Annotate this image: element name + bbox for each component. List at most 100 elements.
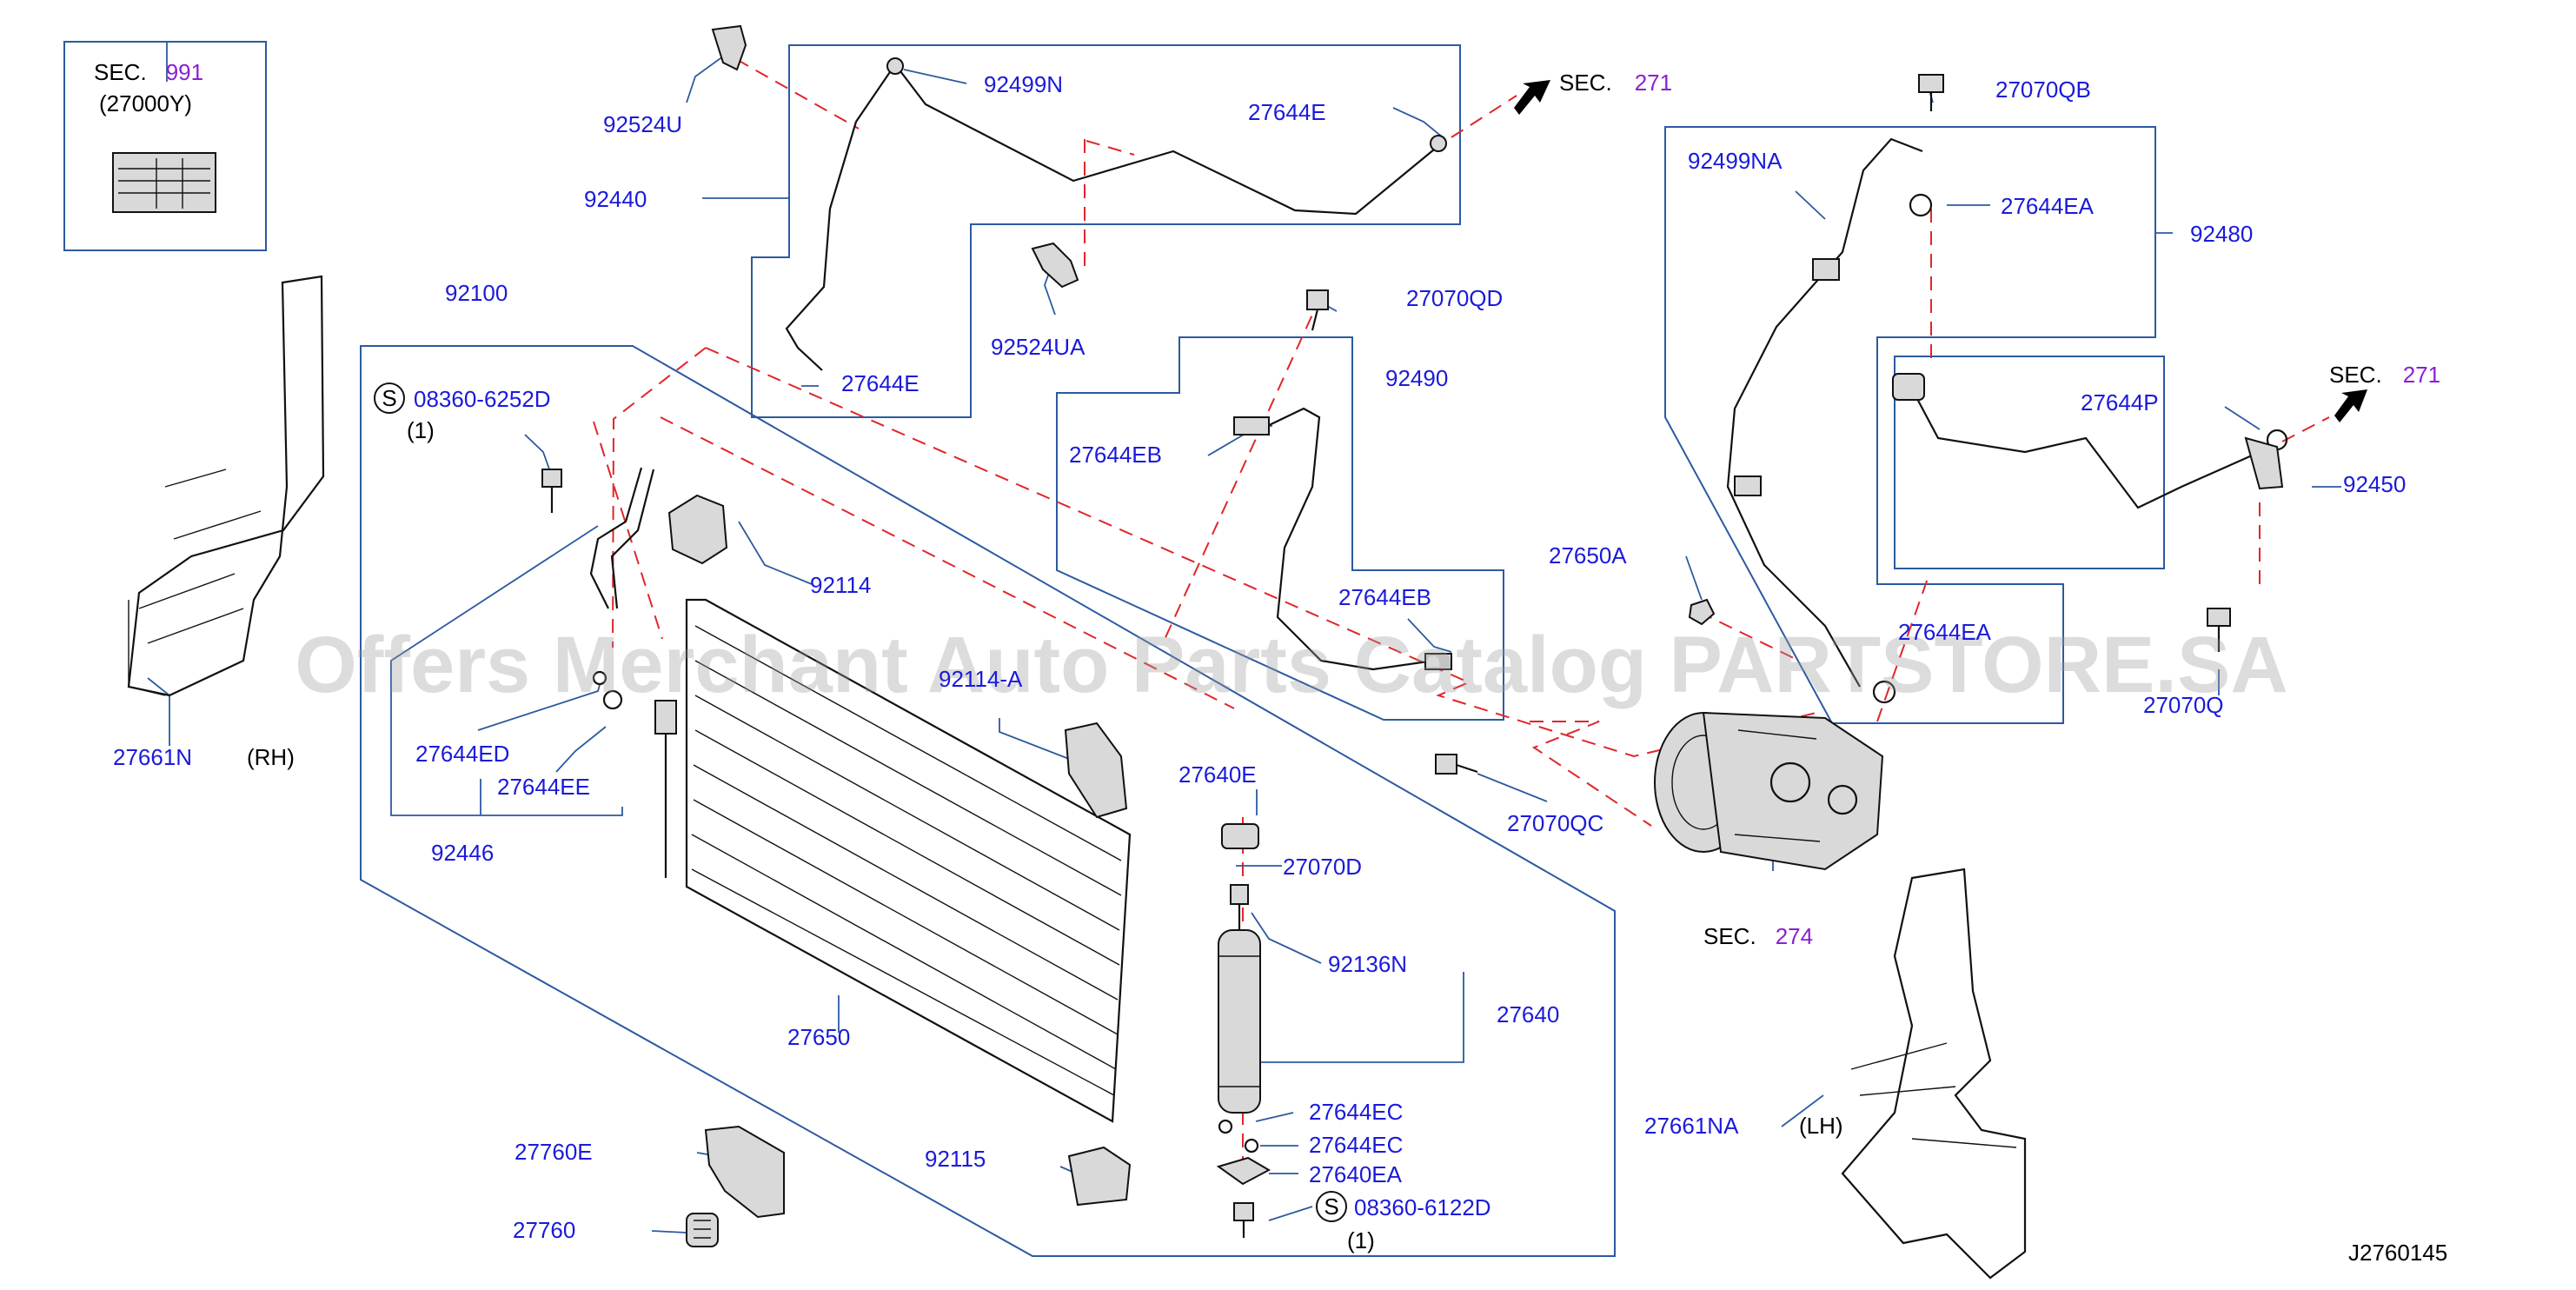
diagram-id: J2760145 bbox=[2348, 1240, 2447, 1266]
part-08360-6122D[interactable]: 08360-6122D bbox=[1354, 1194, 1491, 1220]
part-27760[interactable]: 27760 bbox=[513, 1217, 575, 1243]
part-27070QD[interactable]: 27070QD bbox=[1406, 285, 1503, 311]
part-92446[interactable]: 92446 bbox=[431, 840, 494, 866]
part-27640[interactable]: 27640 bbox=[1497, 1001, 1559, 1027]
part-27644ED[interactable]: 27644ED bbox=[415, 741, 509, 767]
part-92499NA[interactable]: 92499NA bbox=[1688, 148, 1783, 174]
part-27650[interactable]: 27650 bbox=[787, 1024, 850, 1050]
sec274-label[interactable]: SEC.274 bbox=[1703, 923, 1813, 949]
part-27644E-mid[interactable]: 27644E bbox=[841, 370, 920, 396]
o-ring-27644EC-b-icon bbox=[1244, 1138, 1259, 1154]
rh-label: (RH) bbox=[247, 744, 295, 770]
o-ring-27644ED-icon bbox=[592, 670, 607, 686]
part-92480[interactable]: 92480 bbox=[2190, 221, 2253, 247]
part-27644E-top[interactable]: 27644E bbox=[1248, 99, 1326, 125]
lh-label: (LH) bbox=[1799, 1113, 1843, 1139]
part-27650A[interactable]: 27650A bbox=[1549, 542, 1627, 569]
qty-6122D: (1) bbox=[1347, 1227, 1375, 1253]
bracket-92114A-icon bbox=[1064, 721, 1128, 819]
splash-shield-lh-icon bbox=[1841, 868, 2027, 1280]
compressor-sec274-icon bbox=[1654, 711, 1884, 871]
pipe-92480-icon bbox=[1726, 137, 1923, 688]
part-27640EA[interactable]: 27640EA bbox=[1309, 1161, 1403, 1187]
parts bbox=[112, 24, 2288, 1280]
receiver-dryer-27640-icon bbox=[1216, 823, 1271, 1186]
pipe-92450-icon bbox=[1892, 373, 2284, 509]
bracket-27760E-icon bbox=[704, 1125, 785, 1219]
condenser-27650-icon bbox=[654, 598, 1132, 1123]
bolt-27070QD-icon bbox=[1306, 289, 1329, 331]
o-ring-27644EA-mid-icon bbox=[1872, 680, 1896, 704]
part-27644EC-a[interactable]: 27644EC bbox=[1309, 1099, 1403, 1125]
clip-92524U-icon bbox=[711, 24, 747, 71]
part-27644EB-top[interactable]: 27644EB bbox=[1069, 442, 1162, 468]
box-92450 bbox=[1894, 356, 2165, 569]
bracket-92114-icon bbox=[667, 494, 728, 565]
label-box-27000Y bbox=[63, 41, 267, 251]
bolt-27070QC-icon bbox=[1435, 754, 1478, 775]
bolt-27070Q-icon bbox=[2207, 608, 2231, 652]
part-27644EA-top[interactable]: 27644EA bbox=[2001, 193, 2095, 219]
box-92480 bbox=[1664, 126, 2156, 724]
sec991-label[interactable]: SEC.991 bbox=[94, 59, 203, 85]
part-92114A[interactable]: 92114-A bbox=[939, 666, 1023, 692]
o-ring-27644EC-a-icon bbox=[1218, 1119, 1233, 1134]
svg-text:S: S bbox=[1324, 1194, 1338, 1220]
label-27000Y: (27000Y) bbox=[99, 90, 192, 116]
part-27070Q[interactable]: 27070Q bbox=[2143, 692, 2224, 718]
pipe-92440-icon bbox=[785, 57, 1447, 371]
watermark: Offers Merchant Auto Parts Catalog PARTS… bbox=[295, 621, 2288, 709]
part-27644EA-mid[interactable]: 27644EA bbox=[1898, 619, 1992, 645]
part-27644EC-b[interactable]: 27644EC bbox=[1309, 1132, 1403, 1158]
part-27070QC[interactable]: 27070QC bbox=[1507, 810, 1603, 836]
box-92490 bbox=[1056, 336, 1504, 721]
qty-6252D: (1) bbox=[407, 417, 435, 443]
part-27070D[interactable]: 27070D bbox=[1283, 854, 1362, 880]
part-27070QB[interactable]: 27070QB bbox=[1995, 76, 2091, 103]
part-92100[interactable]: 92100 bbox=[445, 280, 508, 306]
part-27760E[interactable]: 27760E bbox=[515, 1139, 593, 1165]
splash-shield-rh-icon bbox=[127, 275, 325, 697]
part-92440[interactable]: 92440 bbox=[584, 186, 647, 212]
leader-lines bbox=[147, 42, 2341, 1233]
part-92136N[interactable]: 92136N bbox=[1328, 951, 1407, 977]
bolt-08360-6252D-icon bbox=[541, 469, 562, 513]
o-ring-27644EE-icon bbox=[602, 689, 623, 710]
s-mark-b: S bbox=[1316, 1191, 1347, 1222]
sec271-top-label[interactable]: SEC.271 bbox=[1559, 70, 1672, 96]
box-92100 bbox=[360, 345, 1616, 1257]
part-92524UA[interactable]: 92524UA bbox=[991, 334, 1086, 360]
bolt-08360-6122D-icon bbox=[1233, 1202, 1254, 1238]
plug-27760-icon bbox=[686, 1213, 719, 1247]
clip-92524UA-icon bbox=[1031, 242, 1079, 289]
nut-27650A-icon bbox=[1688, 598, 1716, 626]
part-92524U[interactable]: 92524U bbox=[603, 111, 682, 137]
part-08360-6252D[interactable]: 08360-6252D bbox=[414, 386, 551, 412]
part-92490[interactable]: 92490 bbox=[1385, 365, 1448, 391]
bracket-92115-icon bbox=[1067, 1146, 1132, 1207]
pipe-92446-icon bbox=[589, 467, 655, 609]
bolt-27070QB-icon bbox=[1918, 74, 1944, 111]
sec271-right-label[interactable]: SEC.271 bbox=[2329, 362, 2440, 388]
arrow-sec271-right-icon bbox=[2334, 389, 2367, 422]
label-sticker-icon bbox=[112, 152, 216, 213]
part-27644P[interactable]: 27644P bbox=[2081, 389, 2159, 416]
box-92440 bbox=[751, 44, 1461, 418]
o-ring-27644EA-top-icon bbox=[1909, 193, 1933, 217]
s-mark-a: S bbox=[374, 382, 405, 414]
part-27640E[interactable]: 27640E bbox=[1178, 761, 1257, 788]
part-92499N[interactable]: 92499N bbox=[984, 71, 1063, 97]
part-27644EE[interactable]: 27644EE bbox=[497, 774, 590, 800]
part-27661N[interactable]: 27661N bbox=[113, 744, 192, 770]
part-92114[interactable]: 92114 bbox=[810, 572, 871, 598]
part-92115[interactable]: 92115 bbox=[925, 1146, 986, 1172]
hose-92490-icon bbox=[1233, 407, 1452, 671]
svg-text:S: S bbox=[382, 385, 396, 411]
labels: SEC.991 (27000Y) 92524U 92440 92499N 276… bbox=[94, 59, 2447, 1266]
part-27661NA[interactable]: 27661NA bbox=[1644, 1113, 1739, 1139]
arrow-sec271-top-icon bbox=[1514, 80, 1550, 115]
part-27644EB-mid[interactable]: 27644EB bbox=[1338, 584, 1431, 610]
group-boxes bbox=[63, 41, 2165, 1257]
part-92450[interactable]: 92450 bbox=[2343, 471, 2406, 497]
